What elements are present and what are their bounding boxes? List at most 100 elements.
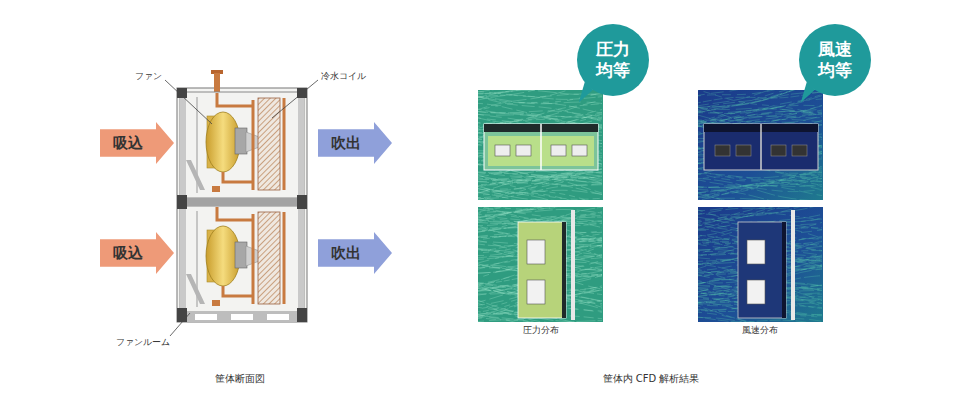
arrow-shape	[318, 232, 392, 274]
cfd-velocity-top	[704, 124, 818, 170]
flow-streak	[478, 207, 602, 220]
cabinet-frame	[267, 314, 289, 320]
flow-streak	[478, 172, 602, 177]
flow-streak	[478, 185, 602, 200]
cfd-velocity-side	[747, 280, 765, 304]
cfd-pressure-top	[484, 124, 598, 170]
flow-streak	[698, 279, 822, 306]
leader-line	[170, 313, 190, 336]
cfd-pressure-side	[571, 210, 575, 320]
flow-streak	[478, 185, 602, 199]
badge-circle	[577, 24, 649, 96]
cfd-velocity-top	[736, 145, 751, 156]
cfd-pressure-side	[527, 240, 545, 264]
flow-streak	[698, 179, 822, 200]
arrow-text: 吹出	[331, 134, 361, 153]
intake-arrow: 吸込	[100, 232, 174, 274]
fan-unit	[298, 92, 304, 198]
flow-streak	[478, 114, 602, 125]
flow-streak	[478, 111, 602, 126]
flow-streak	[698, 90, 822, 107]
cfd-velocity-top	[792, 145, 807, 156]
flow-streak	[478, 207, 602, 209]
flow-streak	[478, 320, 602, 322]
cabinet-housing	[214, 73, 220, 93]
arrow-text: 吸込	[113, 134, 143, 153]
cabinet-frame	[297, 195, 307, 209]
outlet-arrow: 吹出	[318, 122, 392, 164]
cfd-pressure-side	[472, 185, 603, 342]
cfd-velocity-top	[760, 124, 762, 170]
cfd-pressure-top	[551, 145, 566, 156]
flow-streak	[478, 188, 602, 194]
arrow-text: 吸込	[113, 244, 143, 263]
cfd-pressure-side	[478, 207, 603, 322]
fan-unit	[258, 98, 280, 190]
flow-streak	[698, 172, 822, 190]
cfd-pressure-top	[472, 71, 603, 230]
cfd-pressure-side	[562, 222, 566, 318]
flow-streak	[698, 90, 822, 200]
fan-unit	[217, 93, 253, 182]
cfd-pressure-top	[495, 145, 510, 156]
leader-line	[165, 80, 212, 124]
cfd-velocity-side	[738, 222, 786, 318]
fan-unit	[180, 206, 304, 312]
flow-streak	[478, 193, 602, 199]
flow-streak	[478, 187, 602, 200]
cabinet-frame	[195, 314, 217, 320]
arrow-shape	[100, 122, 174, 164]
flow-streak	[478, 110, 602, 132]
arrow-shape	[100, 232, 174, 274]
leader-line	[272, 80, 318, 118]
flow-streak	[698, 178, 822, 200]
flow-streak	[698, 178, 822, 195]
cfd-pressure-top	[540, 124, 542, 170]
part-name: 冷水コイル	[321, 71, 366, 82]
part-name: ファン	[135, 71, 162, 82]
cfd-velocity-top	[715, 145, 730, 156]
cfd-velocity-side	[791, 210, 795, 320]
cabinet-frame	[177, 198, 307, 206]
fan-unit	[180, 92, 186, 198]
cfd-pressure-side	[527, 280, 545, 304]
fan-unit	[212, 186, 220, 192]
cabinet-frame	[177, 308, 187, 322]
flow-streak	[478, 176, 602, 192]
flow-streak	[478, 169, 602, 189]
flow-streak	[698, 171, 822, 199]
flow-streak	[478, 212, 602, 218]
flow-streak	[478, 207, 602, 223]
cabinet-housing	[177, 88, 307, 322]
flow-streak	[478, 116, 602, 123]
flow-streak	[698, 114, 822, 123]
cfd-velocity-side	[782, 222, 786, 318]
flow-streak	[698, 207, 822, 222]
fan-unit	[180, 92, 304, 198]
flow-streak	[698, 196, 822, 200]
outlet-arrow: 吹出	[318, 232, 392, 274]
arrow-text: 吹出	[331, 244, 361, 263]
cabinet-frame	[177, 312, 307, 322]
flow-streak	[698, 106, 822, 115]
cfd-velocity-top	[771, 145, 786, 156]
flow-streak	[478, 97, 602, 103]
figure-caption: 筐体内 CFD 解析結果	[603, 373, 700, 385]
cfd-velocity-top	[692, 68, 823, 218]
badge-text: 圧力 均等	[593, 39, 634, 82]
badge-circle	[799, 24, 871, 96]
figure-caption: 筐体断面図	[215, 373, 265, 385]
result-badge: 圧力 均等	[577, 24, 649, 96]
flow-streak	[698, 191, 822, 200]
flow-streak	[478, 90, 602, 200]
cabinet-frame	[177, 88, 307, 322]
badge-text: 風速 均等	[815, 39, 856, 82]
flow-streak	[698, 183, 822, 188]
cabinet-frame	[177, 195, 187, 209]
cfd-pressure-top	[572, 145, 587, 156]
flow-streak	[478, 111, 602, 117]
flow-streak	[698, 207, 822, 322]
fan-unit	[180, 92, 304, 198]
flow-streak	[698, 207, 822, 222]
